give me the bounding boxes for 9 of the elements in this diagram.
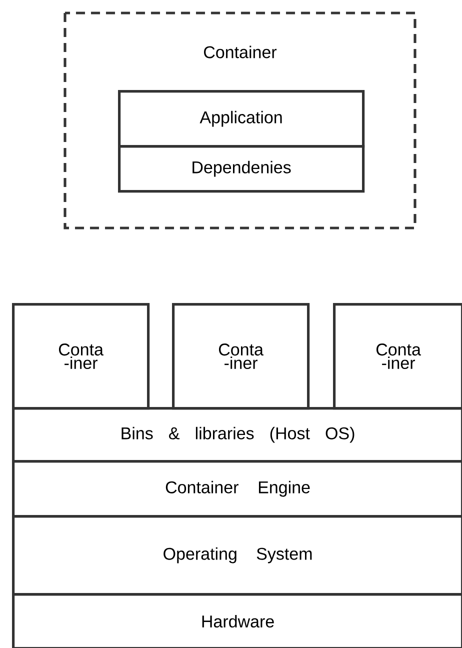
layer-box: Dependenies — [118, 145, 365, 193]
layer-box: Bins & libraries (Host OS) — [12, 407, 462, 463]
container-box: Conta -iner — [172, 303, 310, 410]
layer-box: Hardware — [12, 593, 462, 648]
container-box: Conta -iner — [12, 303, 150, 410]
layer-box: Operating System — [12, 515, 462, 596]
layer-box: Container Engine — [12, 460, 462, 518]
layer-box: Application — [118, 90, 365, 148]
container-box: Conta -iner — [333, 303, 462, 410]
